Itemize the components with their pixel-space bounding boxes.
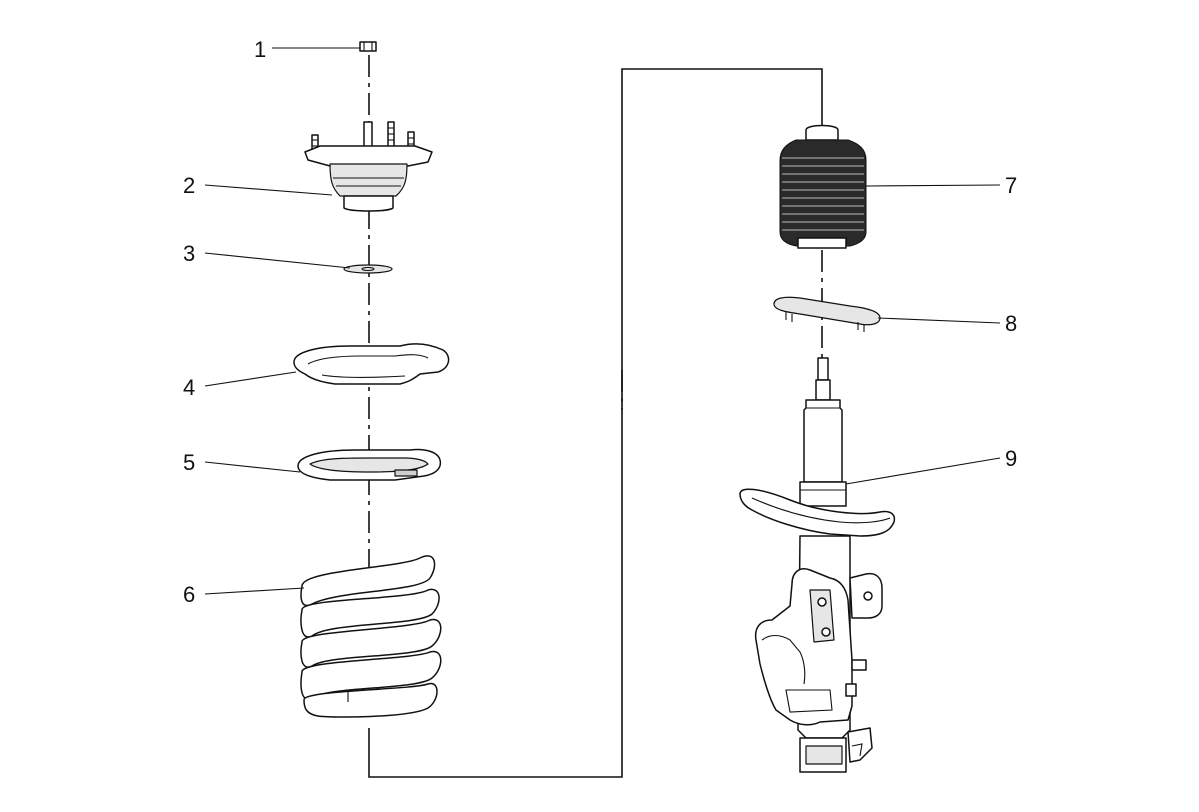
part-6-coil-spring <box>300 555 442 718</box>
leader-7 <box>865 184 1001 187</box>
part-7-boot-ribs <box>782 157 864 231</box>
callout-8: 8 <box>1005 311 1017 336</box>
callout-5: 5 <box>183 450 195 475</box>
part-2-upper-mount <box>304 121 433 212</box>
callout-1: 1 <box>254 37 266 62</box>
leader-3 <box>204 252 351 269</box>
leader-8 <box>877 317 1001 324</box>
callout-6: 6 <box>183 582 195 607</box>
part-1-nut <box>359 41 377 52</box>
callout-9: 9 <box>1005 446 1017 471</box>
callout-2: 2 <box>183 173 195 198</box>
part-9-strut <box>739 357 896 773</box>
leader-2 <box>204 184 333 196</box>
part-5-spring-insulator <box>297 448 442 481</box>
leader-5 <box>204 461 301 473</box>
callout-7: 7 <box>1005 173 1017 198</box>
assembly-connector-line <box>368 68 823 778</box>
part-4-upper-spring-seat <box>293 343 450 385</box>
callout-3: 3 <box>183 241 195 266</box>
leader-6 <box>204 587 305 595</box>
part-7-dust-boot <box>779 124 867 249</box>
leader-4 <box>204 371 297 387</box>
callout-4: 4 <box>183 375 195 400</box>
part-8-bumper-plate <box>773 296 881 332</box>
leader-9 <box>845 457 1001 485</box>
part-3-washer <box>343 264 393 274</box>
